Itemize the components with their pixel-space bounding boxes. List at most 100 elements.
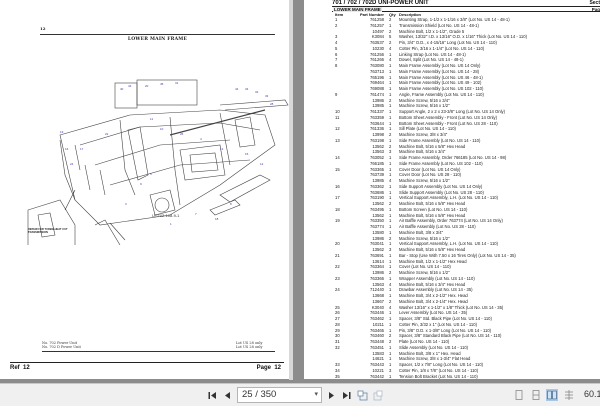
part-number-cell: 13986 <box>372 270 384 275</box>
item-cell: 1 <box>335 17 338 22</box>
last-page-button[interactable] <box>340 388 352 402</box>
item-cell: 19 <box>335 218 340 224</box>
qty-cell: 3 <box>389 247 392 252</box>
svg-text:8: 8 <box>230 202 232 206</box>
description-cell: Cover Door (Lot No. US 14 Only) <box>399 166 461 172</box>
qty-cell: 1 <box>389 183 392 189</box>
two-page-continuous-icon <box>565 390 573 400</box>
qty-cell: 1 <box>389 166 392 172</box>
part-number-cell: 13985 <box>372 103 384 109</box>
page-number-top: 12 <box>40 26 46 31</box>
col-header-item: Item <box>335 12 344 17</box>
svg-text:43: 43 <box>128 84 132 88</box>
continuous-view-button[interactable] <box>530 389 542 401</box>
prev-page-button[interactable] <box>222 388 232 402</box>
footnotes-right: Lot US 28 only Lot US 28 only <box>236 341 262 349</box>
svg-text:1: 1 <box>170 222 172 226</box>
description-cell: Main Frame Assembly (Lot No. US 14 Only) <box>399 63 481 68</box>
svg-text:12: 12 <box>260 162 264 166</box>
qty-cell: 1 <box>389 362 392 367</box>
forward-view-icon <box>373 390 382 400</box>
item-cell: 20 <box>335 241 340 247</box>
qty-cell: 1 <box>389 68 392 74</box>
svg-text:31: 31 <box>175 81 179 85</box>
part-number-cell: 13562 <box>372 201 384 206</box>
description-cell: Cover (Lot No. US 14 - 110) <box>399 264 451 270</box>
description-cell: Dowel, Split (Lot No. US 14 - 48-1) <box>399 57 464 63</box>
description-cell: Machine Bolt, 5/16 x 5/8" Hex Head <box>399 247 466 252</box>
svg-text:33: 33 <box>265 94 269 98</box>
description-cell: Machine Screw, 5/16 x 1/2" <box>399 103 450 109</box>
item-cell: 28 <box>335 321 340 327</box>
qty-cell: 1 <box>389 321 392 327</box>
qty-cell: 1 <box>389 356 392 362</box>
qty-cell: 1 <box>389 344 392 350</box>
part-number-cell: 13985 <box>372 178 384 183</box>
zoom-level[interactable]: 60.1 <box>584 389 600 399</box>
part-number-cell: 765196 <box>370 74 384 80</box>
svg-text:34: 34 <box>245 87 249 91</box>
description-cell: Pin, 3/4" O.D., x 4-15/16" Long (Lot No.… <box>399 40 497 45</box>
part-number-cell: 763443 <box>370 362 384 367</box>
qty-cell: 2 <box>389 333 392 339</box>
qty-cell: 1 <box>389 91 392 97</box>
part-number-cell: 769088 <box>370 86 384 91</box>
svg-text:9: 9 <box>140 182 142 186</box>
part-number-cell: 763774 <box>370 224 384 229</box>
svg-text:18: 18 <box>215 217 219 221</box>
description-cell: Cover Door (Lot No. US 28 - 110) <box>399 172 462 178</box>
description-cell: Spacer, 3/8" Std. Black Pipe (Lot No. US… <box>399 316 492 321</box>
right-page: 701 / 702 / 702D UNI-POWER UNIT Sect LOW… <box>304 0 600 379</box>
qty-cell: 2 <box>389 132 392 137</box>
description-cell: Machine Bolt, 1/2 x 1-1/2" Hex Head <box>399 258 467 264</box>
item-cell: 4 <box>335 40 338 45</box>
description-cell: Bottom Screen (Lot No. US 14 - 110) <box>399 206 468 212</box>
document-viewer[interactable]: 12 LOWER MAIN FRAME <box>0 0 600 383</box>
description-cell: Lever Assembly (Lot No. US 14 - 35) <box>399 310 468 316</box>
two-page-continuous-view-button[interactable] <box>563 389 575 401</box>
footnote-lot-1: Lot US 28 only <box>236 341 263 345</box>
single-page-view-button[interactable] <box>513 389 525 401</box>
part-number-cell: 10221 <box>372 367 384 373</box>
part-number-cell: 10230 <box>372 45 384 51</box>
description-cell: Sill Plate (Lot No. US 14 - 110) <box>399 126 456 132</box>
go-back-view-button[interactable] <box>356 388 368 402</box>
go-forward-view-button[interactable] <box>372 388 384 402</box>
item-cell: 24 <box>335 287 340 293</box>
two-page-view-button[interactable] <box>546 389 558 401</box>
footnote-702: No. 702 Power Unit <box>42 341 78 345</box>
first-page-button[interactable] <box>206 388 218 402</box>
page-number-select[interactable]: 25 / 350 ▾ <box>237 387 322 403</box>
drawing-code: US702-108-9-1 <box>152 213 180 218</box>
qty-cell: 4 <box>389 57 392 63</box>
qty-cell: 1 <box>389 189 392 195</box>
part-number-cell: 763365 <box>370 166 384 172</box>
svg-text:20: 20 <box>145 84 149 88</box>
next-page-button[interactable] <box>326 388 336 402</box>
qty-cell: 1 <box>389 51 392 57</box>
description-cell: Cotter Pin, 3/16 x 1-1/4" (Lot No. US 14… <box>399 45 485 51</box>
svg-text:11: 11 <box>150 117 153 121</box>
svg-text:40: 40 <box>120 87 124 91</box>
inset-label: REPAIR FOR TURBO-HEAT CUT TRANSMISSION <box>28 228 68 234</box>
description-cell: Machine Screw, 5/16 x 1/2" <box>399 178 450 183</box>
qty-cell: 1 <box>389 252 392 258</box>
item-cell: 23 <box>335 275 340 281</box>
part-number-cell: 763462 <box>370 316 384 321</box>
